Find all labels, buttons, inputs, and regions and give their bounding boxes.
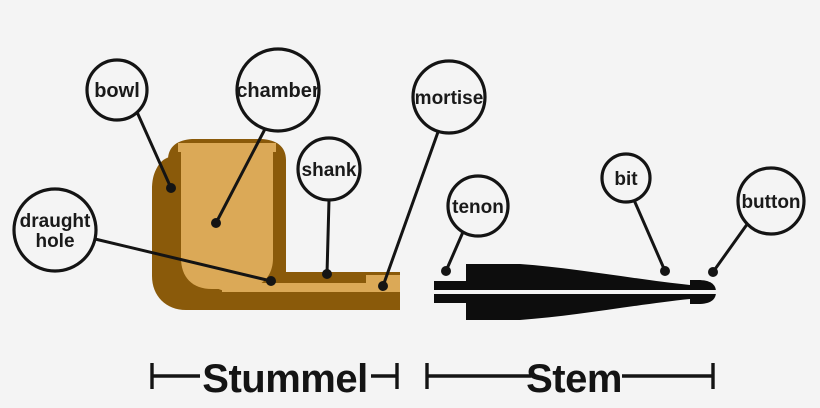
callout-label-mortise: mortise — [415, 88, 484, 109]
leader-line-bit — [632, 198, 667, 273]
leader-dot-draught-hole — [266, 276, 276, 286]
stem-group — [434, 264, 716, 320]
chamber-rim — [178, 143, 276, 152]
leader-line-shank — [325, 198, 331, 276]
callout-circle-button[interactable] — [736, 166, 806, 236]
leader-dot-bowl — [166, 183, 176, 193]
callout-label-bowl: bowl — [94, 80, 140, 102]
callout-label-draught-hole: hole — [35, 231, 74, 252]
leader-line-chamber — [214, 127, 267, 225]
callout-circle-bowl[interactable] — [85, 58, 149, 122]
callout-circle-mortise[interactable] — [411, 59, 487, 135]
callout-label-button: button — [741, 192, 800, 213]
leader-dot-chamber — [211, 218, 221, 228]
callout-circle-bit[interactable] — [600, 152, 652, 204]
draught-hole-bend — [205, 272, 236, 292]
section-label-stummel: Stummel — [202, 357, 367, 401]
leader-lines-group — [93, 110, 750, 291]
leader-line-draught-hole — [93, 237, 273, 283]
tobacco-chamber — [181, 144, 273, 289]
callout-label-draught-hole: draught — [20, 211, 91, 232]
leader-line-tenon — [444, 230, 465, 273]
callout-circle-shank[interactable] — [296, 136, 362, 202]
leader-dot-shank — [322, 269, 332, 279]
callout-circle-draught-hole[interactable] — [12, 187, 98, 273]
section-label-stem: Stem — [526, 357, 622, 401]
callout-label-shank: shank — [302, 160, 357, 181]
callout-label-chamber: chamber — [236, 80, 320, 102]
callout-circle-tenon[interactable] — [446, 174, 510, 238]
callout-labels-group: bowl chamber shank mortise tenon bit button dra… — [12, 47, 806, 273]
callout-circle-chamber[interactable] — [235, 47, 321, 133]
draught-hole-channel — [222, 283, 374, 292]
callout-label-tenon: tenon — [452, 197, 504, 218]
stem-lower-body — [434, 294, 711, 320]
shank-bottom-edge — [176, 292, 400, 310]
leader-dot-tenon — [441, 266, 451, 276]
callout-label-bit: bit — [614, 169, 638, 190]
leader-line-button — [711, 221, 750, 274]
leader-line-mortise — [381, 130, 440, 288]
leader-dot-button — [708, 267, 718, 277]
leader-line-bowl — [135, 110, 173, 190]
stem-upper-body — [434, 264, 711, 290]
leader-dot-bit — [660, 266, 670, 276]
stem-airway-slot — [434, 290, 716, 294]
leader-dot-mortise — [378, 281, 388, 291]
section-brackets-group: Stummel Stem — [150, 357, 715, 401]
